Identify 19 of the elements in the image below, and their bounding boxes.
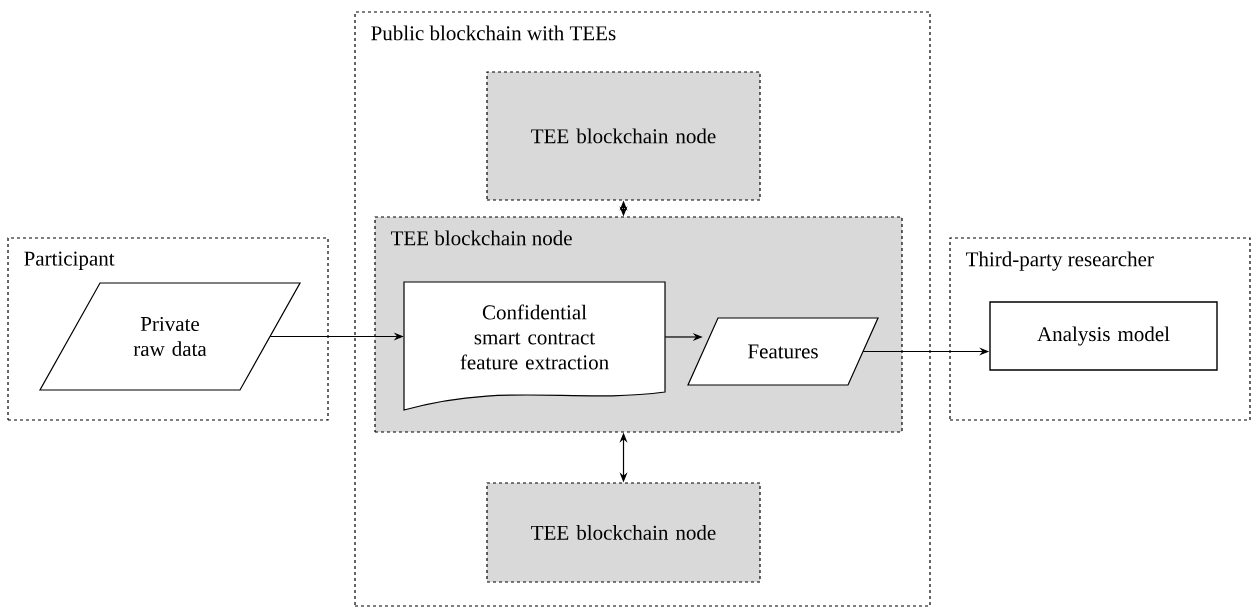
node-box — [486, 482, 761, 583]
node-label: Analysis model — [1037, 326, 1170, 346]
data-parallelogram — [687, 317, 879, 386]
group-heading: Public blockchain with TEEs — [371, 25, 616, 41]
node-label: Features — [748, 344, 818, 359]
dashed-group-box — [354, 11, 931, 607]
group-heading: Third-party researcher — [966, 251, 1154, 271]
dashed-group-box — [7, 237, 329, 421]
node-box — [486, 71, 761, 201]
document-shape — [403, 281, 666, 411]
group-heading: Participant — [24, 251, 115, 270]
node-label: TEE blockchain node — [531, 128, 716, 144]
node-label: TEE blockchain node — [531, 525, 716, 540]
dashed-group-box — [949, 237, 1251, 421]
node-label: Confidential smart contract feature extraction — [460, 304, 609, 370]
group-heading: TEE blockchain node — [391, 230, 572, 246]
node-label: Private raw data — [133, 316, 207, 357]
data-parallelogram — [39, 282, 302, 391]
process-box — [989, 301, 1218, 371]
